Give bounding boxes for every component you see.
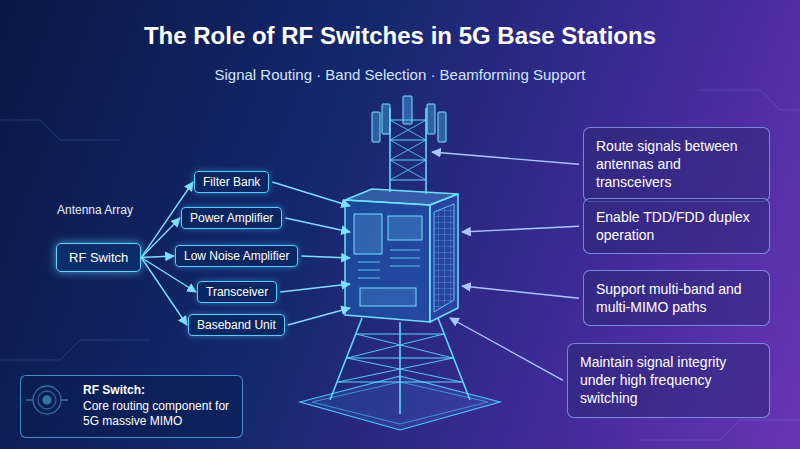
feature-box: Enable TDD/FDD duplex operation — [583, 198, 770, 254]
node-heading: Filter Bank — [203, 175, 260, 189]
connector-arrow — [141, 258, 187, 326]
leader-arrow — [288, 308, 350, 325]
component-box: Low Noise Amplifier — [175, 245, 298, 267]
component-box: Filter Bank — [194, 171, 269, 193]
label-text: Antenna Array — [57, 203, 133, 217]
leader-arrow — [280, 284, 350, 292]
node-heading: Low Noise Amplifier — [184, 249, 289, 263]
node-heading: Transceiver — [206, 285, 268, 299]
node-heading: Maintain signal integrity under high fre… — [580, 353, 757, 408]
switch-box: RF Switch — [56, 243, 141, 272]
component-box: Power Amplifier — [181, 207, 282, 229]
text-wrap: Maintain signal integrity under high fre… — [580, 353, 757, 408]
label-text: Signal Routing · Band Selection · Beamfo… — [214, 66, 585, 83]
node-heading: Route signals between antennas and trans… — [596, 137, 757, 192]
node-heading: Enable TDD/FDD duplex operation — [596, 208, 757, 244]
node-heading: RF Switch — [69, 250, 128, 265]
leader-arrow — [462, 286, 579, 298]
leader-arrow — [285, 218, 350, 232]
node-body: Core routing component for 5G massive MI… — [83, 399, 234, 430]
feature-box: Maintain signal integrity under high fre… — [567, 343, 770, 418]
text-wrap: Enable TDD/FDD duplex operation — [596, 208, 757, 244]
info-box: RF Switch:Core routing component for 5G … — [20, 375, 243, 438]
node-heading: Baseband Unit — [197, 318, 276, 332]
leader-arrow — [450, 318, 563, 380]
feature-box: Route signals between antennas and trans… — [583, 127, 770, 202]
title: The Role of RF Switches in 5G Base Stati… — [0, 22, 800, 50]
node-heading: Power Amplifier — [190, 211, 273, 225]
leader-arrow — [462, 226, 579, 232]
node-heading: Support multi-band and multi-MIMO paths — [596, 280, 757, 316]
text-wrap: Support multi-band and multi-MIMO paths — [596, 280, 757, 316]
component-box: Baseband Unit — [188, 314, 285, 336]
node-heading: RF Switch: — [83, 383, 234, 399]
component-box: Transceiver — [197, 281, 277, 303]
connector-arrow — [141, 256, 174, 258]
text-wrap: Route signals between antennas and trans… — [596, 137, 757, 192]
leader-arrow — [301, 256, 350, 258]
leader-arrow — [272, 182, 350, 206]
leader-arrow — [432, 152, 579, 164]
feature-box: Support multi-band and multi-MIMO paths — [583, 270, 770, 326]
